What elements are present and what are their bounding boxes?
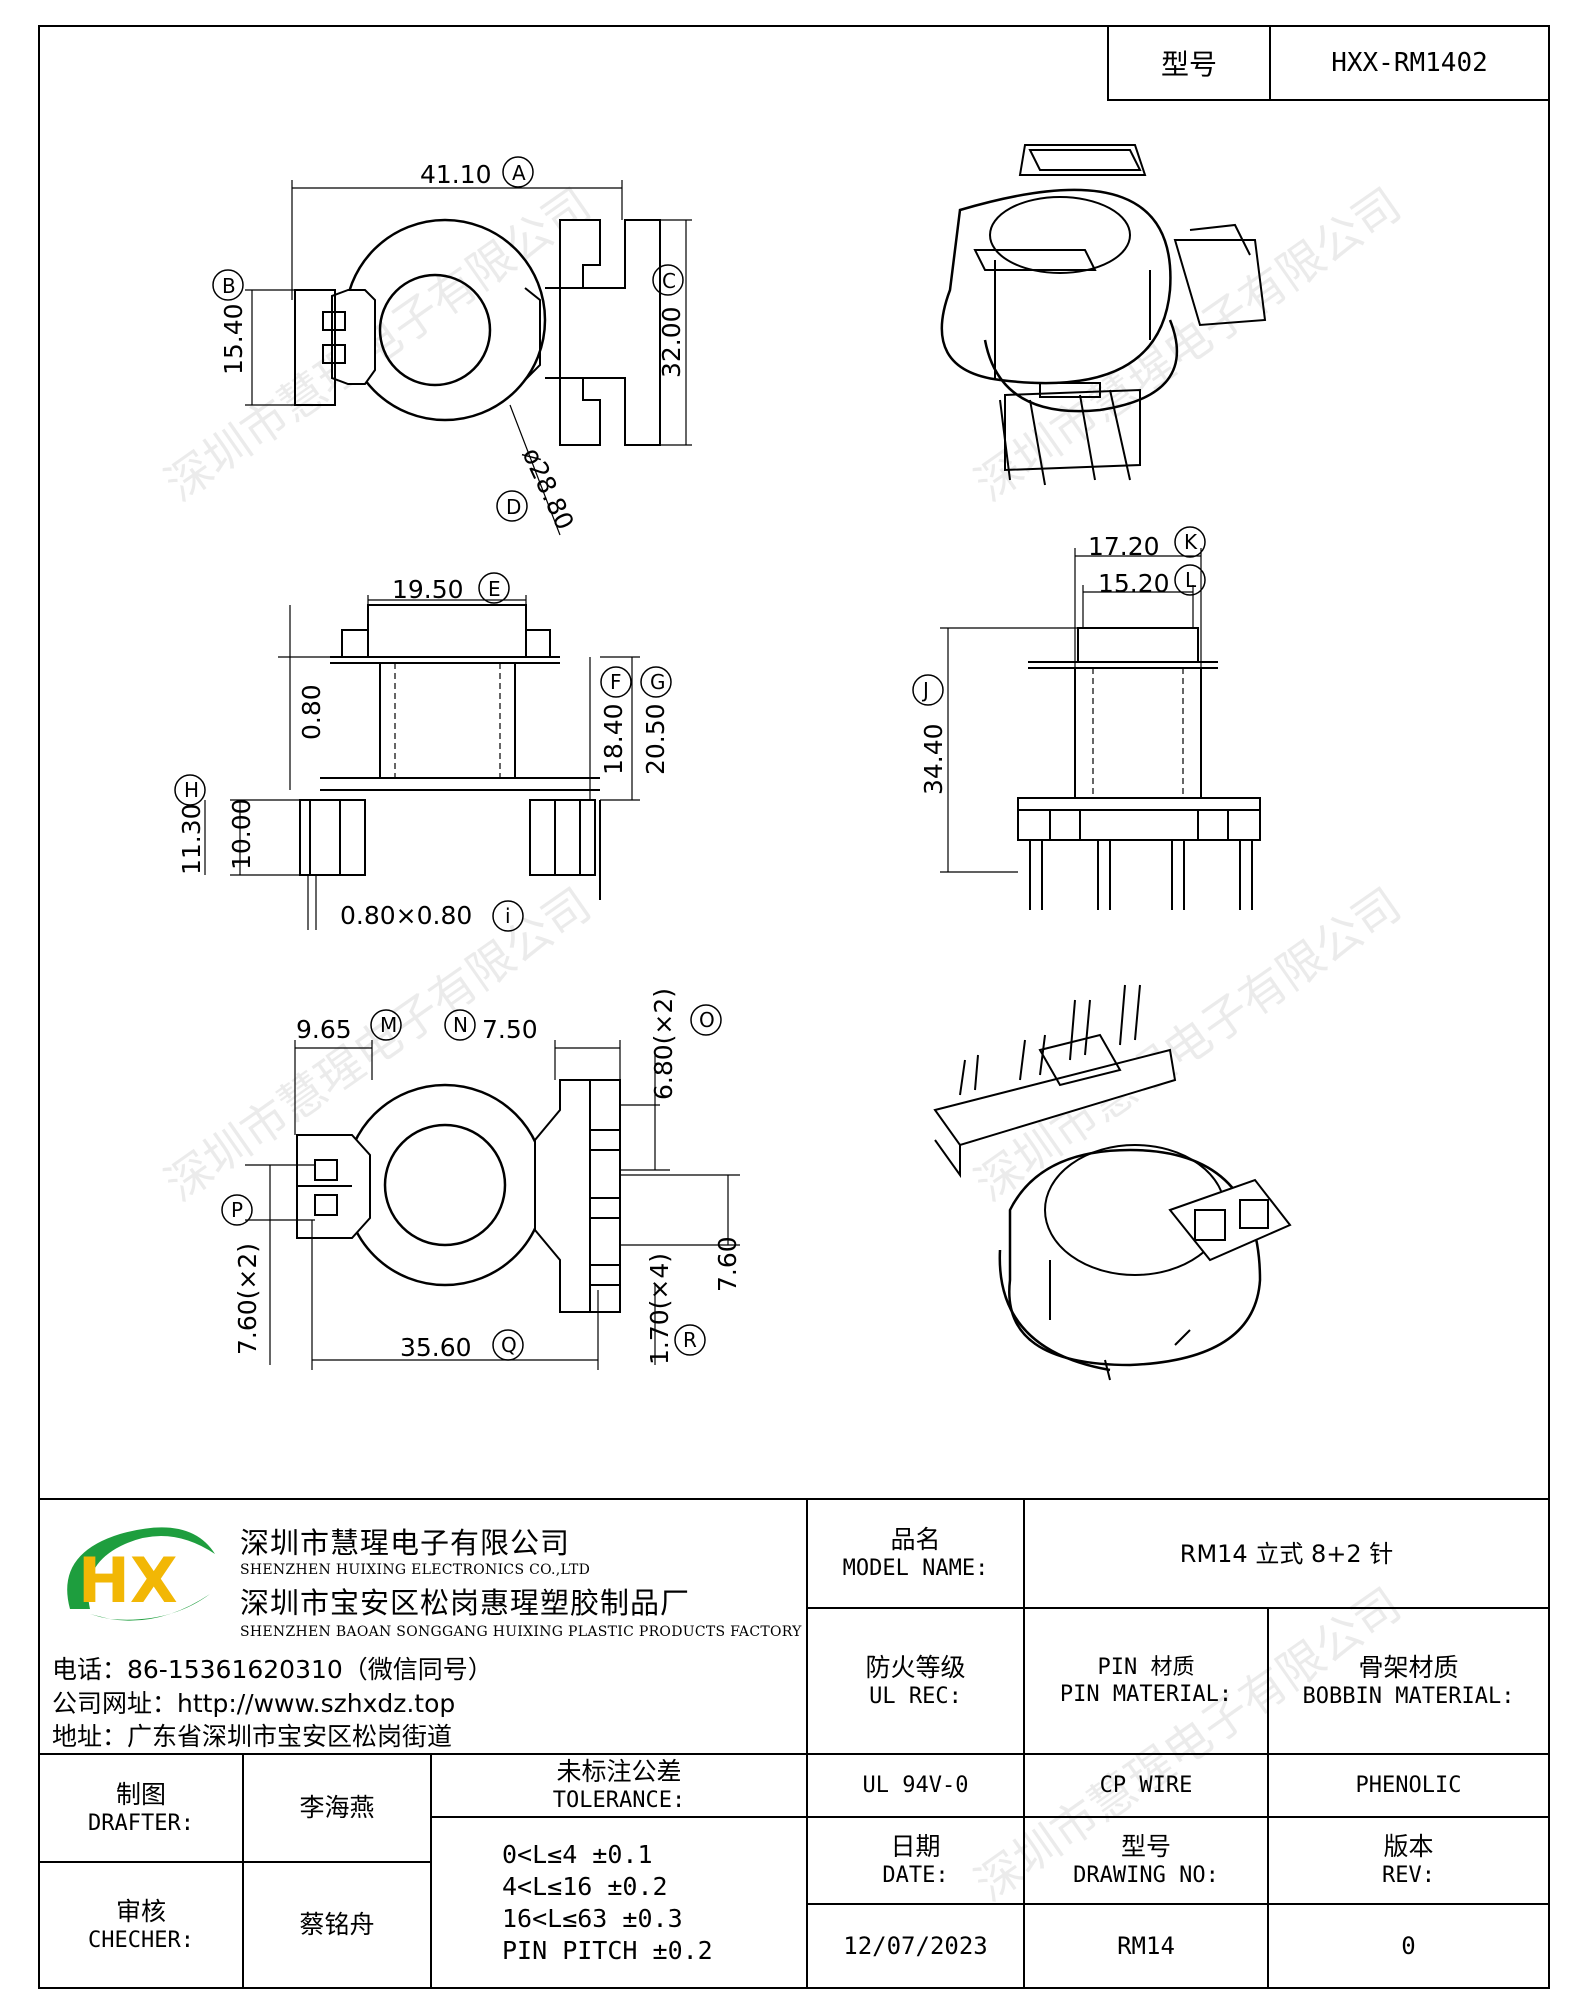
checker-name: 蔡铭舟	[242, 1861, 432, 1989]
dim-10: 10.00	[227, 798, 256, 870]
tag-f: F	[610, 670, 622, 694]
tag-o: O	[699, 1008, 715, 1032]
model-name-value: RM14 立式 8+2 针	[1023, 1498, 1550, 1609]
model-value: HXX-RM1402	[1331, 48, 1488, 78]
dim-h: 11.30	[177, 803, 206, 875]
revision-value: 0	[1267, 1903, 1550, 1989]
company-name-en: SHENZHEN HUIXING ELECTRONICS CO.,LTD	[240, 1562, 591, 1578]
dim-i: 0.80×0.80	[340, 901, 472, 930]
dim-p: 7.60(×2)	[233, 1243, 262, 1355]
company-name-cn: 深圳市慧瑆电子有限公司	[240, 1526, 571, 1560]
tolerance-line: 4<L≤16 ±0.2	[502, 1871, 668, 1901]
tag-a: A	[512, 161, 526, 185]
dim-f: 18.40	[599, 703, 628, 775]
tag-h: H	[184, 778, 199, 802]
dim-r: 1.70(×4)	[645, 1253, 674, 1365]
logo-text: HX	[78, 1544, 178, 1617]
tag-k: K	[1184, 530, 1198, 554]
model-name-label: 品名 MODEL NAME:	[806, 1498, 1025, 1609]
tolerance-line: PIN PITCH ±0.2	[502, 1935, 713, 1965]
tag-r: R	[683, 1328, 697, 1352]
date-label: 日期 DATE:	[806, 1816, 1025, 1905]
isometric-view-top	[940, 144, 1267, 486]
tolerance-values: 0<L≤4 ±0.1 4<L≤16 ±0.2 16<L≤63 ±0.3 PIN …	[430, 1816, 808, 1989]
dim-m: 9.65	[296, 1015, 352, 1044]
company-logo-icon: HX	[67, 1527, 215, 1621]
dim-o: 6.80(×2)	[649, 988, 678, 1100]
tag-l: L	[1185, 568, 1197, 592]
drafter-label: 制图 DRAFTER:	[38, 1753, 244, 1863]
model-number-box: 型号 HXX-RM1402	[1107, 25, 1550, 101]
dim-b: 15.40	[219, 303, 248, 375]
address: 地址：广东省深圳市宝安区松岗街道	[52, 1722, 453, 1751]
dim-e: 19.50	[392, 575, 464, 604]
checker-label: 审核 CHECHER:	[38, 1861, 244, 1989]
pin-material-value: CP WIRE	[1023, 1753, 1269, 1818]
bobbin-material-label: 骨架材质 BOBBIN MATERIAL:	[1267, 1607, 1550, 1755]
drafter-name: 李海燕	[242, 1753, 432, 1863]
dim-a: 41.10	[420, 160, 492, 189]
title-block-divider	[38, 1498, 1550, 1500]
tolerance-label: 未标注公差 TOLERANCE:	[430, 1753, 808, 1818]
drawing-no-value: RM14	[1023, 1903, 1269, 1989]
tag-m: M	[380, 1013, 397, 1037]
tag-b: B	[222, 274, 236, 298]
tag-q: Q	[501, 1333, 517, 1357]
front-view	[174, 572, 672, 932]
tag-i: i	[505, 904, 511, 928]
dim-08: 0.80	[297, 684, 326, 740]
tolerance-line: 16<L≤63 ±0.3	[502, 1903, 683, 1933]
dim-d: ø28.80	[517, 443, 580, 534]
tag-j: J	[921, 678, 929, 702]
tag-c: C	[662, 269, 676, 293]
dim-760: 7.60	[713, 1236, 742, 1292]
tag-p: P	[231, 1198, 243, 1222]
ul-rec-label: 防火等级 UL REC:	[806, 1607, 1025, 1755]
dim-c: 32.00	[657, 306, 686, 378]
isometric-view-bottom	[933, 984, 1292, 1381]
dim-j: 34.40	[919, 723, 948, 795]
bobbin-material-value: PHENOLIC	[1267, 1753, 1550, 1818]
tag-e: E	[488, 577, 501, 601]
dim-l: 15.20	[1098, 569, 1170, 598]
website: 公司网址：http://www.szhxdz.top	[52, 1689, 456, 1718]
bottom-view	[221, 1004, 740, 1370]
drawing-no-label: 型号 DRAWING NO:	[1023, 1816, 1269, 1905]
ul-rec-value: UL 94V-0	[806, 1753, 1025, 1818]
factory-name-en: SHENZHEN BAOAN SONGGANG HUIXING PLASTIC …	[240, 1624, 802, 1640]
top-view	[212, 156, 692, 536]
dim-g: 20.50	[641, 703, 670, 775]
dim-n: 7.50	[482, 1015, 538, 1044]
tolerance-line: 0<L≤4 ±0.1	[502, 1839, 653, 1869]
date-value: 12/07/2023	[806, 1903, 1025, 1989]
factory-name-cn: 深圳市宝安区松岗惠瑆塑胶制品厂	[240, 1586, 691, 1620]
phone: 电话：86-15361620310（微信同号）	[52, 1655, 493, 1684]
technical-drawing: 41.10 A B C D 15.40 32.00 ø28.80 19.50 E…	[174, 144, 1292, 1381]
model-label: 型号	[1109, 27, 1271, 99]
dim-k: 17.20	[1088, 532, 1160, 561]
tag-g: G	[650, 670, 666, 694]
pin-material-label: PIN 材质 PIN MATERIAL:	[1023, 1607, 1269, 1755]
dim-q: 35.60	[400, 1333, 472, 1362]
revision-label: 版本 REV:	[1267, 1816, 1550, 1905]
company-info: HX 深圳市慧瑆电子有限公司 SHENZHEN HUIXING ELECTRON…	[40, 1500, 808, 1758]
tag-d: D	[506, 495, 521, 519]
tag-n: N	[453, 1013, 468, 1037]
side-view	[912, 526, 1261, 910]
